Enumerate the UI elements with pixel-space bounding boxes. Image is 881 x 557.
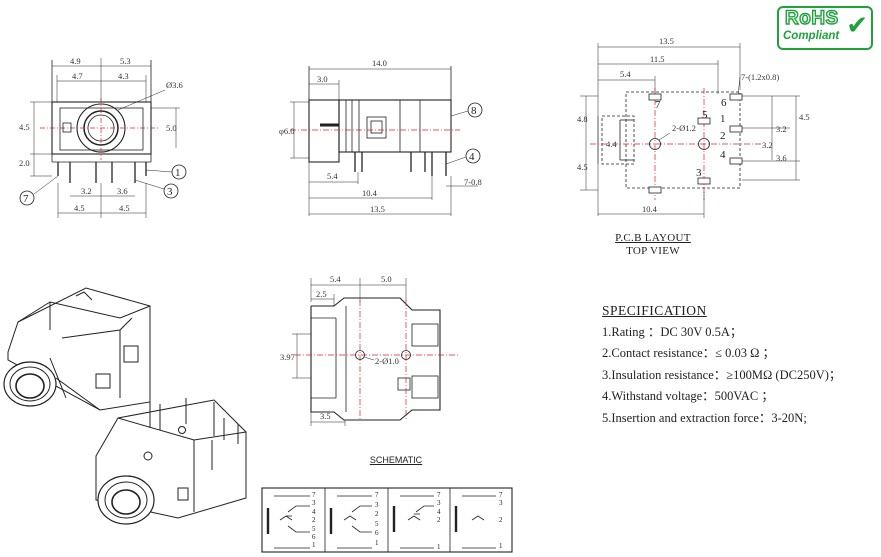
pcb-dim-10.4: 10.4	[642, 204, 658, 214]
pin-label: 1	[499, 542, 503, 551]
schematic-diagrams	[261, 487, 513, 553]
pcb-pin-3: 3	[696, 167, 702, 179]
front-view: 4.9 5.3 4.7 4.3 Ø3.6 4.5 2.0	[19, 56, 187, 218]
check-icon: ✔	[846, 11, 868, 41]
pcb-dim-4.8: 4.8	[577, 114, 588, 124]
callout-1: 1	[175, 167, 181, 179]
pin-label: 7	[437, 491, 441, 499]
side-dim-10.4: 10.4	[362, 188, 378, 198]
pcb-pin-6: 6	[721, 97, 727, 109]
schematic-pins-b: 7 3 2 5 6 1	[375, 491, 379, 549]
bottom-view: 5.4 5.0 2.5 2-Ø1.0 3.97 3.5	[280, 274, 460, 426]
pin-label: 3	[375, 500, 379, 509]
pin-label: 2	[312, 516, 316, 525]
bottom-dim-3.97: 3.97	[280, 352, 295, 362]
front-dim-5.0: 5.0	[166, 123, 177, 133]
pcb-dim-5.4: 5.4	[620, 69, 631, 79]
pcb-hole-note: 2-Ø1.2	[672, 123, 696, 133]
pin-label: 2	[437, 516, 441, 525]
pcb-dim-4.5-right: 4.5	[799, 112, 810, 122]
pin-label: 2	[375, 510, 379, 519]
spec-item-insertion-force: 5.Insertion and extraction force：3-20N;	[602, 410, 807, 425]
pin-label: 1	[437, 542, 441, 551]
side-dim-13.5: 13.5	[370, 204, 385, 214]
front-dim-4.3: 4.3	[118, 71, 129, 81]
pin-label: 4	[312, 507, 316, 516]
pin-label: 6	[375, 529, 379, 538]
isometric-view-top	[3, 287, 151, 411]
callout-4: 4	[469, 151, 475, 163]
pin-label: 5	[312, 524, 316, 533]
pin-label: 1	[312, 541, 316, 550]
schematic-pins-d: 7 3 2 1	[499, 491, 503, 551]
pcb-layout-title: P.C.B LAYOUT	[615, 232, 691, 244]
rohs-text: RoHS	[784, 7, 839, 29]
front-dia-3.6: Ø3.6	[166, 80, 183, 90]
pcb-dim-13.5: 13.5	[659, 36, 674, 46]
pin-label: 6	[312, 533, 316, 542]
side-dim-14.0: 14.0	[372, 58, 387, 68]
pin-label: 5	[375, 519, 379, 528]
spec-item-withstand-voltage: 4.Withstand voltage：500VAC ；	[602, 389, 774, 403]
schematic-title: SCHEMATIC	[369, 455, 423, 465]
pin-label: 7	[312, 491, 316, 499]
bottom-dim-2.5: 2.5	[316, 289, 327, 299]
pcb-dim-11.5: 11.5	[650, 54, 665, 64]
pin-label: 3	[437, 499, 441, 508]
spec-item-contact-resistance: 2.Contact resistance：≤ 0.03 Ω ；	[602, 346, 776, 360]
pin-label: 1	[375, 538, 379, 547]
side-dim-5.4: 5.4	[327, 171, 338, 181]
pcb-slot-note: 7-(1.2x0.8)	[741, 72, 779, 82]
side-pin-dim: 7-0.8	[464, 177, 482, 187]
schematic-pins-a: 7 3 4 2 5 6 1	[312, 491, 316, 550]
front-dim-3.2: 3.2	[81, 186, 92, 196]
pin-label: 3	[312, 499, 316, 508]
pin-label: 3	[499, 499, 503, 508]
pcb-pin-5: 5	[702, 109, 708, 121]
rohs-compliant-badge: RoHS Compliant ✔	[777, 6, 873, 50]
pcb-pin-2: 2	[720, 130, 726, 142]
specification-title: SPECIFICATION	[602, 303, 707, 318]
front-dim-4.5-b: 4.5	[119, 203, 130, 213]
pcb-dim-4.4: 4.4	[606, 139, 617, 149]
front-dim-3.6: 3.6	[117, 186, 128, 196]
pcb-dim-3.2-b: 3.2	[762, 140, 773, 150]
isometric-view-bottom	[95, 398, 247, 525]
compliant-text: Compliant	[783, 30, 840, 42]
bottom-dim-5.0: 5.0	[381, 274, 392, 284]
pcb-layout: 13.5 11.5 5.4 7-(1.2x0.8) 2-Ø1.2 7 5	[577, 36, 810, 218]
front-dim-4.7: 4.7	[72, 71, 83, 81]
pcb-dim-3.6: 3.6	[776, 153, 787, 163]
schematic-pins-c: 7 3 4 2 1	[437, 491, 441, 551]
pin-label: 7	[499, 491, 503, 499]
callout-3: 3	[167, 186, 173, 198]
pcb-dim-4.5-left: 4.5	[577, 162, 588, 172]
spec-item-insulation-resistance: 3.Insulation resistance：≥100MΩ (DC250V)；	[602, 367, 842, 382]
pin-label: 2	[499, 515, 503, 524]
pin-label: 7	[375, 491, 379, 499]
pcb-pin-1: 1	[720, 113, 726, 125]
front-dim-4.5-a: 4.5	[74, 203, 85, 213]
side-view: 14.0 3.0 φ6.0 5.4 1	[279, 58, 483, 216]
bottom-dim-5.4: 5.4	[330, 274, 341, 284]
pcb-layout-subtitle: TOP VIEW	[626, 245, 680, 257]
side-dia-6.0: φ6.0	[279, 126, 295, 136]
pcb-pin-7: 7	[655, 99, 661, 111]
front-dim-4.9: 4.9	[70, 56, 81, 66]
front-dim-2.0: 2.0	[19, 158, 30, 168]
side-dim-3.0: 3.0	[317, 74, 328, 84]
pin-label: 4	[437, 507, 441, 516]
front-dim-5.3: 5.3	[120, 56, 131, 66]
callout-8: 8	[471, 105, 477, 117]
pcb-pin-4: 4	[720, 149, 726, 161]
specification-block: SPECIFICATION 1.Rating ：DC 30V 0.5A； 2.C…	[602, 300, 841, 429]
bottom-dim-3.5: 3.5	[320, 411, 331, 421]
spec-item-rating: 1.Rating ：DC 30V 0.5A；	[602, 324, 743, 339]
pcb-dim-3.2-a: 3.2	[776, 124, 787, 134]
front-dim-4.5-left: 4.5	[19, 122, 30, 132]
bottom-hole-note: 2-Ø1.0	[375, 356, 399, 366]
callout-7: 7	[23, 193, 29, 205]
